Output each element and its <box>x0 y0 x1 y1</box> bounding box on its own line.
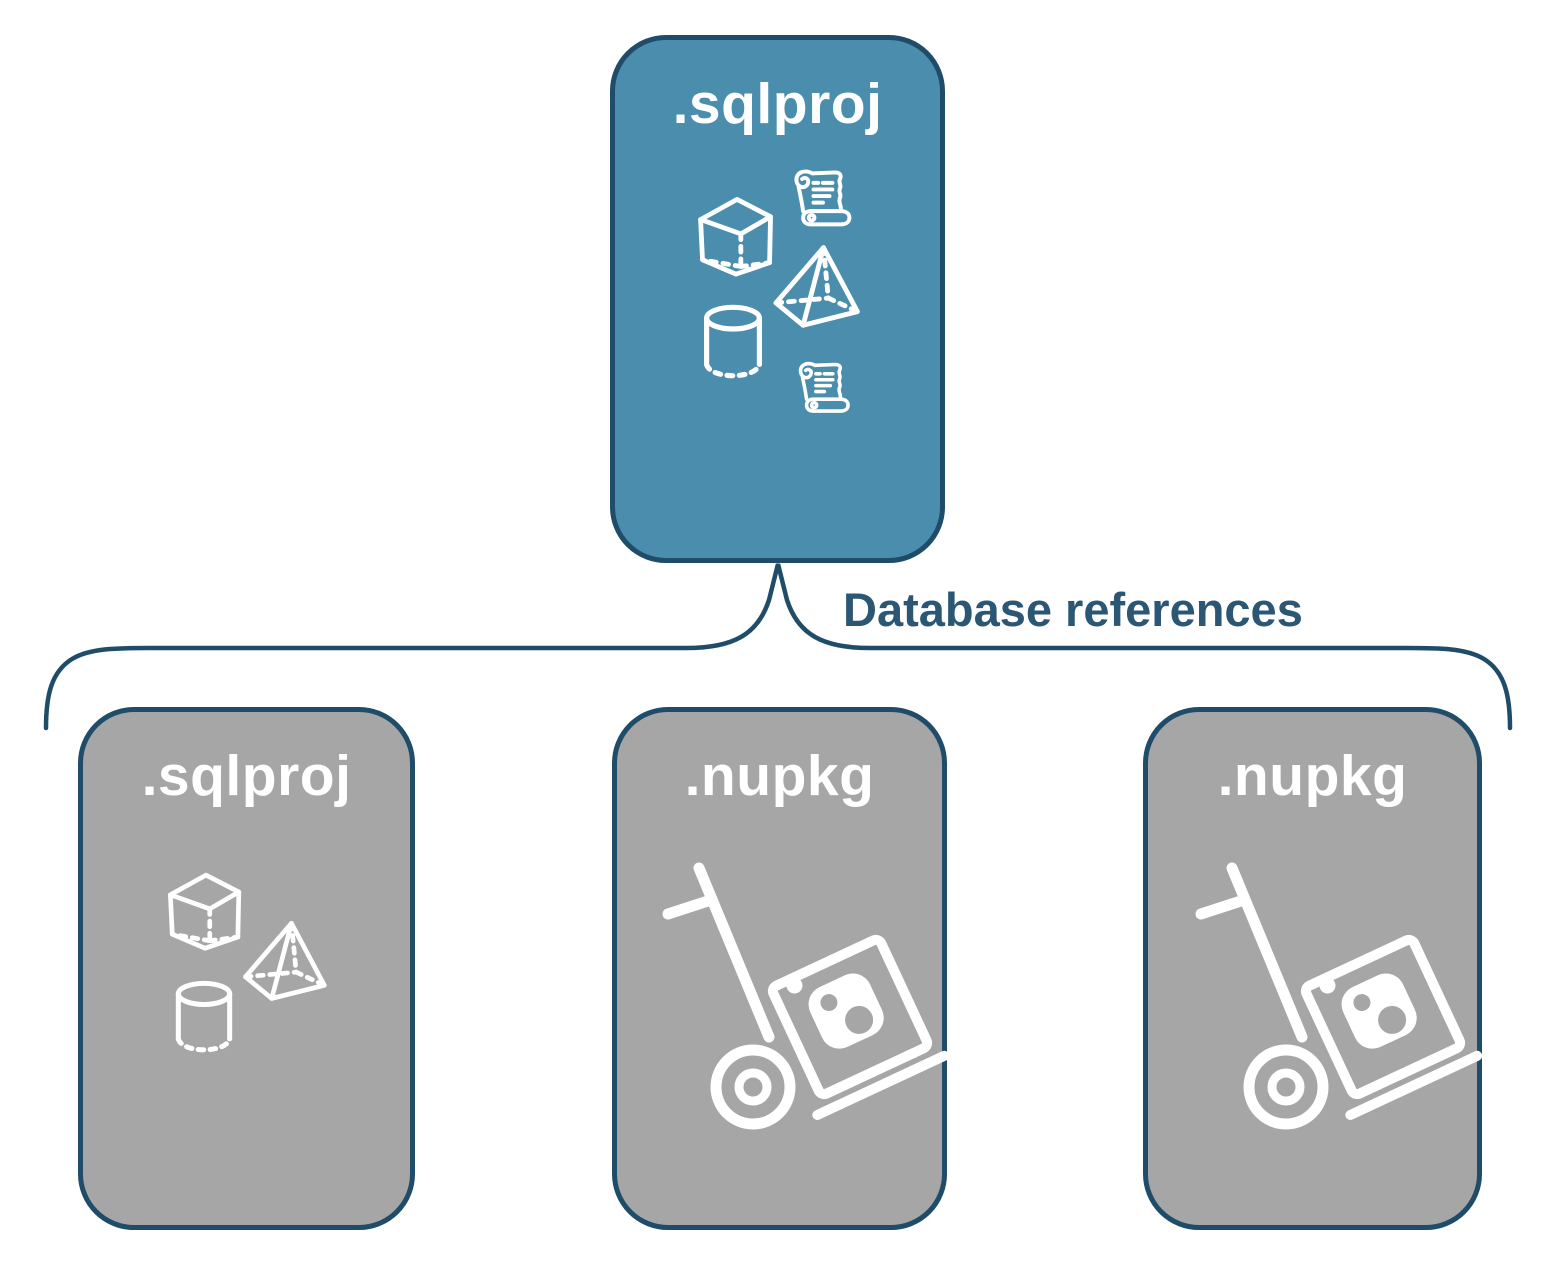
connector-label: Database references <box>843 583 1303 636</box>
child-box-label: .nupkg <box>684 744 875 808</box>
brace-connector <box>43 563 1513 731</box>
scroll-icon <box>793 356 854 417</box>
root-box-sqlproj: .sqlproj <box>610 35 945 563</box>
child-box-label: .sqlproj <box>141 744 352 808</box>
cylinder-icon <box>699 304 767 387</box>
child-box-label: .nupkg <box>1217 744 1408 808</box>
child-box-nupkg-2: .nupkg <box>1143 707 1482 1230</box>
child-box-nupkg-1: .nupkg <box>612 707 947 1230</box>
root-box-label: .sqlproj <box>672 72 883 136</box>
nuget-handtruck-icon <box>649 852 949 1142</box>
nuget-handtruck-icon <box>1182 852 1482 1142</box>
cylinder-icon <box>171 980 237 1061</box>
scroll-icon <box>788 163 856 231</box>
child-box-sqlproj: .sqlproj <box>78 707 415 1230</box>
pyramid-icon <box>767 236 879 333</box>
pyramid-icon <box>237 912 345 1006</box>
